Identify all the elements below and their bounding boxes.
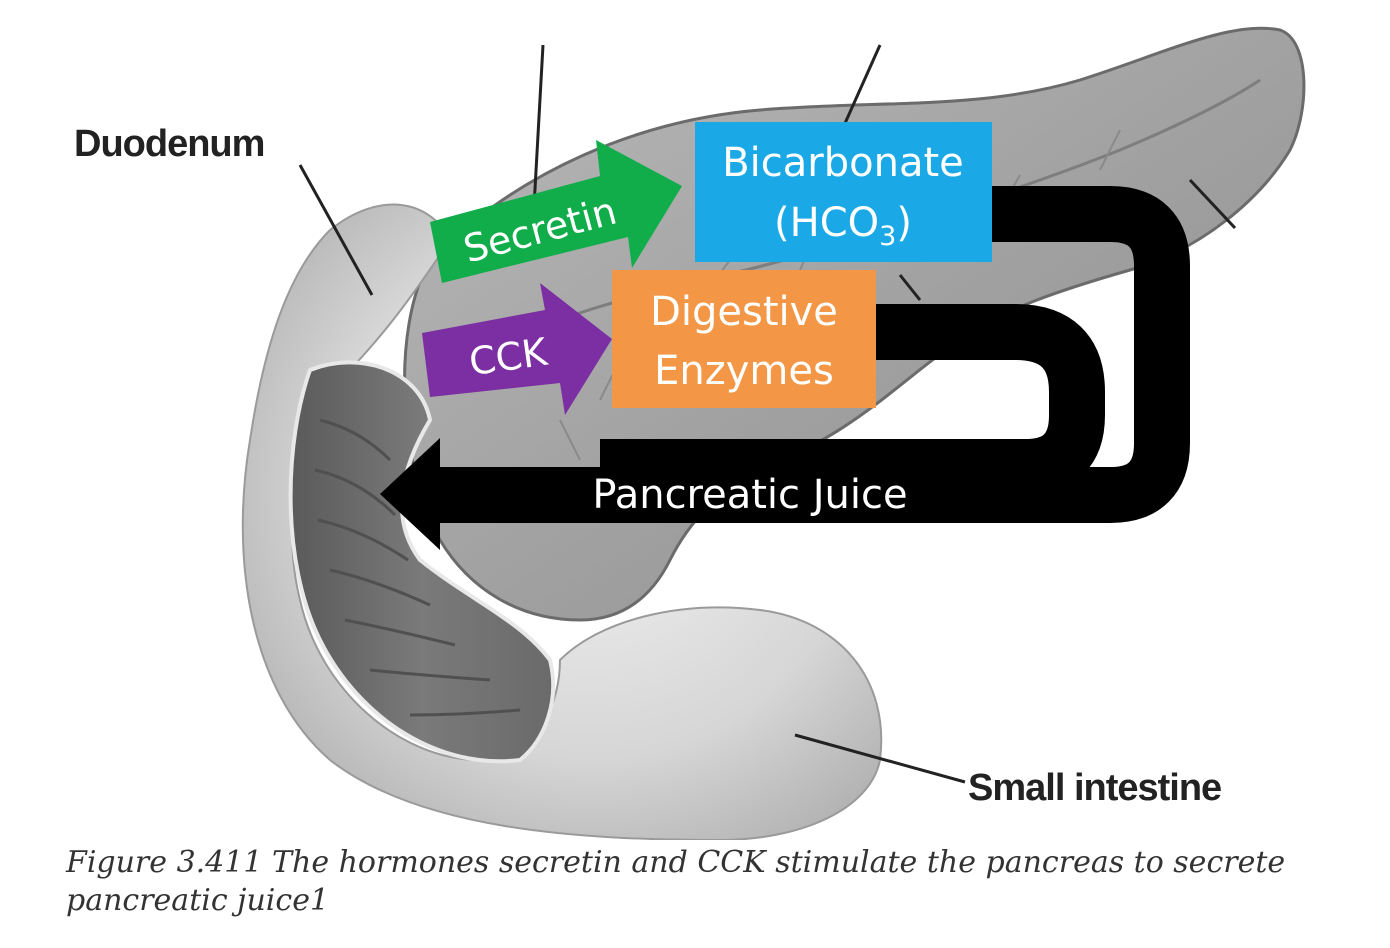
pancreatic-juice-path: Pancreatic Juice (380, 186, 1190, 550)
pancreatic-juice-label: Pancreatic Juice (592, 472, 907, 518)
cck-arrow-shape (422, 283, 612, 415)
duodenum-leader-line (298, 164, 374, 296)
bicarbonate-box: Bicarbonate (HCO3) (695, 122, 992, 262)
duodenum-label: Duodenum (74, 123, 264, 165)
bicarbonate-box-background (695, 122, 992, 262)
cck-label: CCK (466, 330, 550, 385)
bicarbonate-outflow-path (430, 186, 1190, 523)
cck-arrow: CCK (422, 283, 612, 415)
digestive-enzymes-box: Digestive Enzymes (612, 270, 876, 408)
pancreas-diagram: Pancreatic Juice Secretin CCK Bicarbonat… (74, 26, 1306, 840)
small-intestine-leader-line (794, 733, 966, 784)
mid-leader-line (898, 274, 922, 301)
bicarbonate-formula: (HCO3) (774, 200, 912, 252)
secretin-arrow-shape (430, 140, 682, 283)
enzymes-label: Enzymes (654, 348, 834, 394)
digestive-enzymes-box-background (612, 270, 876, 408)
figure-caption: Figure 3.411 The hormones secretin and C… (66, 845, 1286, 918)
pancreatic-juice-arrowhead (380, 438, 440, 550)
top-leader-line-2 (840, 44, 882, 131)
enzymes-outflow-path (600, 304, 1105, 495)
duodenum-illustration (241, 203, 883, 840)
digestive-label: Digestive (650, 289, 838, 335)
right-leader-line (1188, 178, 1237, 230)
small-intestine-label: Small intestine (968, 767, 1221, 809)
bicarbonate-label: Bicarbonate (722, 140, 964, 186)
